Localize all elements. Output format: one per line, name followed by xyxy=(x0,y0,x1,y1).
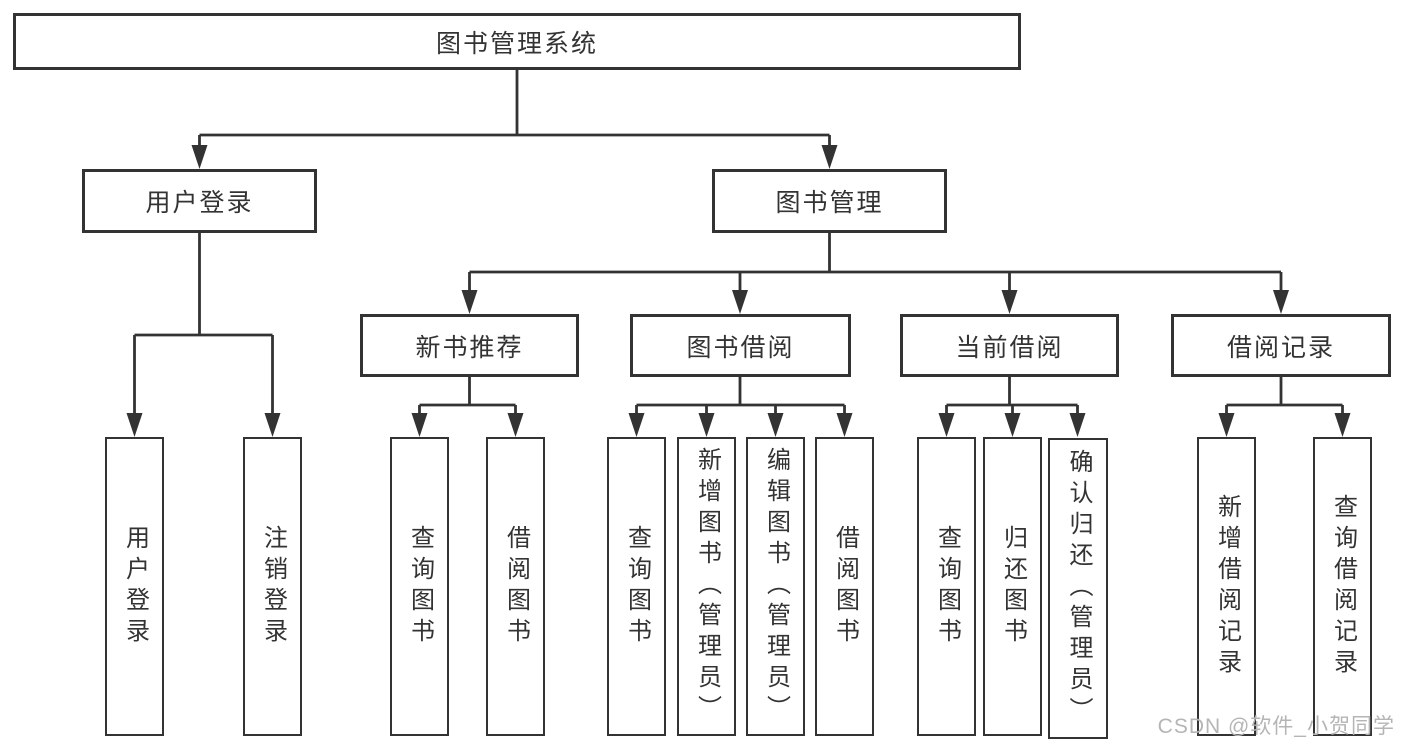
arrowhead xyxy=(732,290,748,314)
connector-user-login-to-leaves xyxy=(126,233,281,437)
leaf-query-books-borrow: 查询图书 xyxy=(607,437,666,736)
leaf-borrow-books-label: 借阅图书 xyxy=(831,524,859,649)
leaf-return-books: 归还图书 xyxy=(983,437,1042,736)
leaf-borrow-books-recommend-label: 借阅图书 xyxy=(502,524,530,649)
csdn-watermark: CSDN @软件_小贺同学 xyxy=(1157,715,1395,738)
connector-book-borrow-to-leaves xyxy=(628,377,853,437)
leaf-query-borrow-record: 查询借阅记录 xyxy=(1313,437,1372,736)
arrowhead xyxy=(628,413,645,437)
leaf-confirm-return-admin: 确认归还（管理员） xyxy=(1048,438,1108,739)
leaf-query-books-current: 查询图书 xyxy=(917,437,976,736)
node-new-book-recommend: 新书推荐 xyxy=(360,314,579,377)
arrowhead xyxy=(191,145,208,169)
connector-new-book-to-leaves xyxy=(411,377,524,437)
node-root-system-label: 图书管理系统 xyxy=(435,29,598,58)
leaf-edit-book-admin: 编辑图书（管理员） xyxy=(746,437,805,736)
arrowhead xyxy=(1004,413,1021,437)
leaf-user-login: 用户登录 xyxy=(105,437,164,736)
arrowhead xyxy=(126,413,143,437)
node-current-borrow-label: 当前借阅 xyxy=(955,333,1064,362)
arrowhead xyxy=(507,413,524,437)
leaf-add-borrow-record-label: 新增借阅记录 xyxy=(1213,493,1241,680)
leaf-query-books-recommend: 查询图书 xyxy=(390,437,449,736)
arrowhead xyxy=(698,413,715,437)
node-book-borrow: 图书借阅 xyxy=(630,314,851,377)
arrowhead xyxy=(264,413,281,437)
leaf-query-borrow-record-label: 查询借阅记录 xyxy=(1329,493,1357,680)
node-borrow-records-label: 借阅记录 xyxy=(1226,333,1335,362)
node-user-login-branch-label: 用户登录 xyxy=(145,189,254,217)
arrowhead xyxy=(1001,290,1018,314)
leaf-add-book-admin: 新增图书（管理员） xyxy=(677,437,736,736)
leaf-user-login-label: 用户登录 xyxy=(121,524,149,649)
connector-borrow-records-to-leaves xyxy=(1218,377,1351,437)
arrowhead xyxy=(821,145,838,169)
arrowhead xyxy=(1218,413,1235,437)
node-user-login-branch: 用户登录 xyxy=(82,169,317,233)
leaf-add-book-admin-label: 新增图书（管理员） xyxy=(693,447,721,726)
connector-book-mgmt-to-level3 xyxy=(461,233,1289,314)
leaf-borrow-books: 借阅图书 xyxy=(815,437,874,736)
arrowhead xyxy=(1069,413,1086,437)
arrowhead xyxy=(411,413,428,437)
leaf-logout: 注销登录 xyxy=(243,437,302,736)
arrowhead xyxy=(1273,290,1289,314)
node-current-borrow: 当前借阅 xyxy=(900,314,1119,377)
leaf-add-borrow-record: 新增借阅记录 xyxy=(1197,437,1256,736)
node-book-management-branch-label: 图书管理 xyxy=(775,189,884,217)
leaf-edit-book-admin-label: 编辑图书（管理员） xyxy=(762,447,790,726)
arrowhead xyxy=(938,413,955,437)
leaf-logout-label: 注销登录 xyxy=(259,524,287,649)
arrowhead xyxy=(836,413,853,437)
node-borrow-records: 借阅记录 xyxy=(1171,314,1391,377)
arrowhead xyxy=(1334,413,1351,437)
connector-root-to-level2 xyxy=(191,69,838,169)
leaf-confirm-return-admin-label: 确认归还（管理员） xyxy=(1065,449,1092,728)
leaf-query-books-borrow-label: 查询图书 xyxy=(623,524,651,649)
node-root-system: 图书管理系统 xyxy=(13,13,1021,70)
leaf-return-books-label: 归还图书 xyxy=(999,524,1027,649)
node-book-management-branch: 图书管理 xyxy=(712,169,947,233)
node-book-borrow-label: 图书借阅 xyxy=(686,333,795,362)
leaf-query-books-recommend-label: 查询图书 xyxy=(406,524,434,649)
node-new-book-recommend-label: 新书推荐 xyxy=(415,333,524,362)
arrowhead xyxy=(767,413,784,437)
arrowhead xyxy=(461,290,478,314)
leaf-borrow-books-recommend: 借阅图书 xyxy=(486,437,545,736)
connector-current-borrow-to-leaves xyxy=(938,377,1086,437)
leaf-query-books-current-label: 查询图书 xyxy=(933,524,961,649)
